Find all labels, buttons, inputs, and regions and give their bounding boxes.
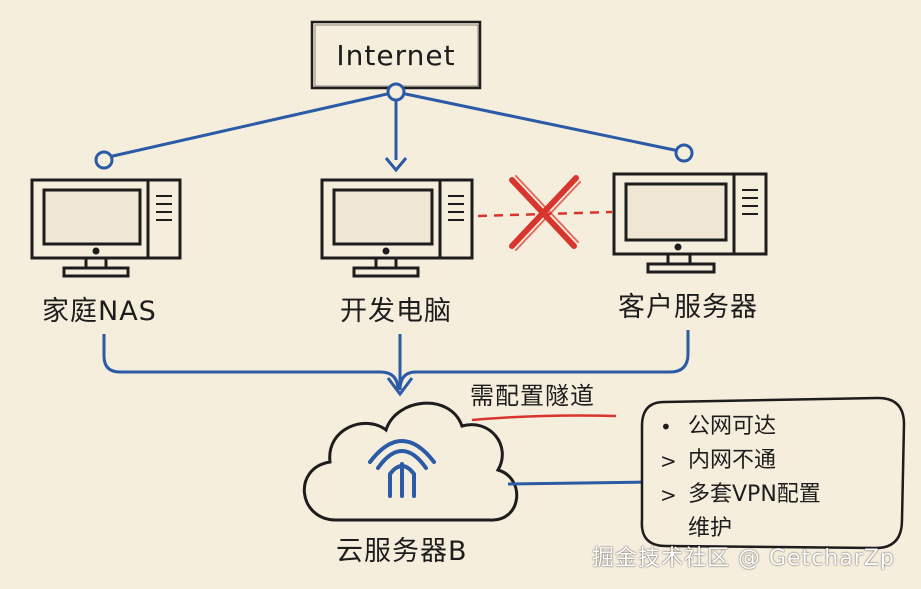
internet-node xyxy=(386,82,406,102)
blocked-x-icon xyxy=(509,175,581,251)
link-internet-nas xyxy=(103,90,397,160)
note-bullet: • xyxy=(660,415,672,439)
link-client-cloud xyxy=(398,330,690,391)
cloud-links xyxy=(102,330,690,391)
note-box xyxy=(640,396,906,550)
note-bullet: > xyxy=(660,483,677,507)
link-nas-cloud xyxy=(102,334,400,391)
note-link xyxy=(507,480,653,486)
tunnel-underline xyxy=(471,414,617,422)
connector-nodes xyxy=(94,82,694,170)
cloud-label: 云服务器B xyxy=(336,536,468,567)
computer-nas-icon xyxy=(30,178,182,278)
watermark: 掘金技术社区 @ GetcharZp xyxy=(592,546,895,571)
internet-label: Internet xyxy=(336,38,456,72)
note-text: 维护 xyxy=(688,516,733,541)
tunnel-logo-icon xyxy=(368,439,436,498)
note-bullet: > xyxy=(660,449,677,473)
dev-label: 开发电脑 xyxy=(340,296,452,327)
tunnel-note: 需配置隧道 xyxy=(470,382,595,410)
computer-dev-icon xyxy=(320,178,474,278)
note-item: > 多套VPN配置 xyxy=(660,478,890,512)
computer-client-icon xyxy=(612,172,768,274)
note-text: 内网不通 xyxy=(688,448,777,473)
note-text: 公网可达 xyxy=(688,414,777,439)
dev-arrow-icon xyxy=(384,157,408,173)
cloud-arrow-icon xyxy=(386,377,414,397)
client-node xyxy=(674,143,694,163)
link-internet-client xyxy=(395,90,685,154)
cloud-server-icon xyxy=(303,401,519,522)
nas-node xyxy=(94,150,114,170)
internet-links xyxy=(103,90,685,160)
client-label: 客户服务器 xyxy=(618,292,758,323)
note-text: 多套VPN配置 xyxy=(688,482,821,507)
note-item: 维护 xyxy=(660,512,890,546)
note-list: • 公网可达 > 内网不通 > 多套VPN配置 维护 xyxy=(660,410,890,546)
note-item: • 公网可达 xyxy=(660,410,890,444)
nas-label: 家庭NAS xyxy=(42,296,157,327)
note-item: > 内网不通 xyxy=(660,444,890,478)
